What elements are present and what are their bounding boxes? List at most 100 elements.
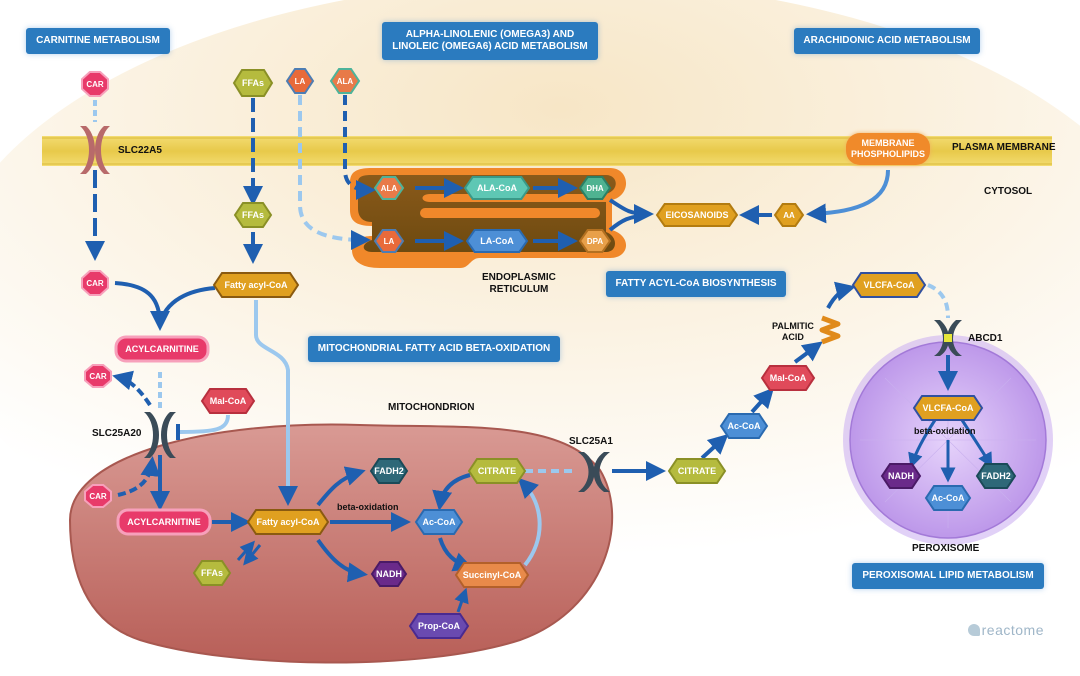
ala-coa-shape[interactable] (463, 176, 531, 200)
succinyl-coa[interactable]: Succinyl-CoA (462, 570, 522, 580)
vlcfa-coa-perox[interactable]: VLCFA-CoA (922, 403, 974, 413)
la-er[interactable]: LA (383, 236, 395, 246)
beta-oxidation-perox-label: beta-oxidation (914, 426, 976, 436)
slc25a1-channel-icon[interactable] (578, 452, 610, 492)
ac-coa-mito-shape[interactable] (414, 509, 464, 535)
ala-er-shape[interactable] (373, 176, 405, 200)
ac-coa-cyto[interactable]: Ac-CoA (727, 421, 761, 431)
citrate-mito[interactable]: CITRATE (477, 466, 517, 476)
ffas-mito-shape[interactable] (192, 560, 232, 586)
succinyl-coa-shape[interactable] (454, 562, 530, 588)
fadh2-mito[interactable]: FADH2 (374, 466, 404, 476)
ac-coa-perox[interactable]: Ac-CoA (931, 493, 965, 503)
zigzag-icon (819, 315, 841, 345)
ffas-top-shape[interactable] (232, 69, 274, 97)
mal-coa-cyto-shape[interactable] (200, 388, 256, 414)
dha[interactable]: DHA (586, 183, 604, 193)
la-coa-shape[interactable] (465, 229, 529, 253)
vlcfa-coa-perox-shape[interactable] (912, 395, 984, 421)
cytosol-label: CYTOSOL (984, 186, 1033, 197)
palmitic-acid-label: PALMITIC ACID (772, 321, 814, 342)
la-top[interactable]: LA (294, 76, 306, 86)
car-in[interactable]: CAR (89, 491, 107, 501)
citrate-cyto[interactable]: CITRATE (677, 466, 717, 476)
dpa[interactable]: DPA (586, 236, 604, 246)
ala-top[interactable]: ALA (336, 76, 354, 86)
fadh2-mito-shape[interactable] (369, 458, 409, 484)
car-top[interactable]: CAR (86, 79, 104, 89)
car-mid[interactable]: CAR (86, 278, 104, 288)
mitochondrion-label: MITOCHONDRION (388, 402, 475, 413)
reactome-logo: reactome (967, 622, 1044, 638)
nadh-perox[interactable]: NADH (888, 471, 914, 481)
car-mid-shape[interactable] (81, 270, 109, 296)
mal-coa-lip-shape[interactable] (760, 365, 816, 391)
nadh-mito[interactable]: NADH (376, 569, 402, 579)
la-top-shape[interactable] (285, 68, 315, 94)
pathway-button-arachidonic-acid-metabolism[interactable]: ARACHIDONIC ACID METABOLISM (794, 28, 980, 54)
abcd1-channel-icon[interactable] (934, 320, 962, 356)
fatty-acyl-coa-mito-shape[interactable] (246, 509, 330, 535)
ffas-mito[interactable]: FFAs (200, 568, 223, 578)
pathway-button-peroxisomal-lipid-metabolism[interactable]: PEROXISOMAL LIPID METABOLISM (852, 563, 1044, 589)
mitochondrion (68, 423, 614, 664)
car-in-shape[interactable] (84, 484, 112, 508)
membrane-phospholipids[interactable]: MEMBRANE PHOSPHOLIPIDS (846, 133, 930, 165)
car-out[interactable]: CAR (89, 371, 107, 381)
reaction-arrows (85, 95, 993, 613)
ac-coa-cyto-shape[interactable] (719, 413, 769, 439)
eicosanoids-shape[interactable] (655, 203, 739, 227)
slc25a20-channel-icon[interactable] (144, 412, 176, 458)
nadh-mito-shape[interactable] (370, 561, 408, 587)
aa[interactable]: AA (783, 210, 795, 220)
mal-coa-lip[interactable]: Mal-CoA (769, 373, 807, 383)
dha-shape[interactable] (578, 176, 612, 200)
ala-top-shape[interactable] (329, 68, 361, 94)
car-out-shape[interactable] (84, 364, 112, 388)
fatty-acyl-coa-cyto[interactable]: Fatty acyl-CoA (224, 280, 288, 290)
fatty-acyl-coa-mito[interactable]: Fatty acyl-CoA (256, 517, 320, 527)
vlcfa-coa-cyto-shape[interactable] (851, 272, 927, 298)
mal-coa-cyto[interactable]: Mal-CoA (209, 396, 247, 406)
prop-coa-shape[interactable] (408, 613, 470, 639)
acylcarnitine-cyto[interactable]: ACYLCARNITINE (125, 344, 199, 354)
citrate-mito-shape[interactable] (467, 458, 527, 484)
ac-coa-mito[interactable]: Ac-CoA (422, 517, 456, 527)
nadh-perox-shape[interactable] (880, 463, 922, 489)
acylcarnitine-mito[interactable]: ACYLCARNITINE (127, 517, 201, 527)
pathway-button-mito-beta-oxidation[interactable]: MITOCHONDRIAL FATTY ACID BETA-OXIDATION (308, 336, 560, 362)
la-coa[interactable]: LA-CoA (480, 236, 514, 246)
fatty-acyl-coa-cyto-shape[interactable] (212, 272, 300, 298)
dpa-shape[interactable] (578, 229, 612, 253)
ffas-mid[interactable]: FFAs (241, 210, 264, 220)
acylcarnitine-cyto-shape[interactable] (114, 335, 210, 363)
ffas-top[interactable]: FFAs (241, 78, 264, 88)
aa-shape[interactable] (773, 203, 805, 227)
prop-coa[interactable]: Prop-CoA (418, 621, 460, 631)
car-top-shape[interactable] (81, 71, 109, 97)
pathway-button-carnitine-metabolism[interactable]: CARNITINE METABOLISM (26, 28, 170, 54)
fadh2-perox[interactable]: FADH2 (981, 471, 1011, 481)
ac-coa-perox-shape[interactable] (924, 485, 972, 511)
er-label: ENDOPLASMIC RETICULUM (482, 272, 556, 295)
vlcfa-coa-cyto[interactable]: VLCFA-CoA (863, 280, 915, 290)
plasma-membrane-label: PLASMA MEMBRANE (952, 142, 1056, 153)
slc25a20-label: SLC25A20 (92, 428, 142, 439)
molecule-shapes (81, 68, 1017, 639)
pathway-button-fatty-acyl-coa-biosynthesis[interactable]: FATTY ACYL-CoA BIOSYNTHESIS (606, 271, 786, 297)
acylcarnitine-mito-shape[interactable] (116, 508, 212, 536)
slc22a5-channel-icon[interactable] (80, 126, 110, 174)
eicosanoids[interactable]: EICOSANOIDS (665, 210, 729, 220)
pathway-button-omega-metabolism[interactable]: ALPHA-LINOLENIC (OMEGA3) AND LINOLEIC (O… (382, 22, 598, 60)
ffas-mid-shape[interactable] (233, 202, 273, 228)
citrate-cyto-shape[interactable] (667, 458, 727, 484)
ala-coa[interactable]: ALA-CoA (477, 183, 517, 193)
slc22a5-label: SLC22A5 (118, 145, 162, 156)
ala-er[interactable]: ALA (380, 183, 398, 193)
la-er-shape[interactable] (373, 229, 405, 253)
slc25a1-label: SLC25A1 (569, 436, 613, 447)
fadh2-perox-shape[interactable] (975, 463, 1017, 489)
abcd1-label: ABCD1 (968, 333, 1003, 344)
